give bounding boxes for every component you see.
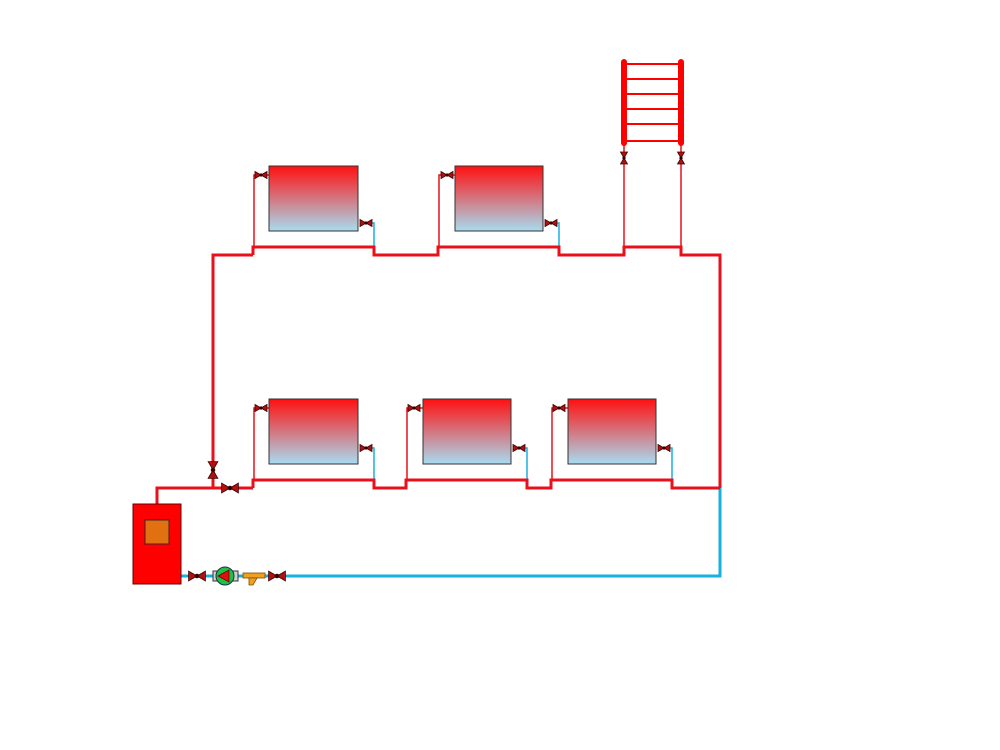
- valve-icon: [268, 570, 286, 582]
- return-branch-upper-2: [552, 222, 560, 248]
- radiator-upper-2: [454, 165, 544, 232]
- boiler-icon: [132, 503, 182, 585]
- valve-icon: [544, 218, 558, 228]
- supply-branch-upper-1: [253, 174, 269, 247]
- radiator-lower-1: [268, 398, 359, 465]
- valve-icon: [207, 461, 219, 479]
- radiator-lower-3: [567, 398, 657, 465]
- valve-icon: [254, 403, 268, 413]
- valve-icon: [221, 482, 239, 494]
- valves: [188, 151, 686, 582]
- valve-icon: [552, 403, 566, 413]
- return-main-pipe: [181, 488, 722, 578]
- radiators: [268, 165, 657, 465]
- valve-icon: [254, 170, 268, 180]
- supply-branch-lower-3: [551, 407, 568, 480]
- radiator-lower-2: [422, 398, 512, 465]
- supply-main-riser: [211, 253, 253, 488]
- pump-icon: [212, 566, 239, 586]
- return-branch-upper-1: [367, 222, 375, 248]
- lower-floor-loop: [251, 478, 720, 490]
- valve-icon: [407, 403, 421, 413]
- valve-icon: [676, 151, 686, 165]
- valve-icon: [657, 443, 671, 453]
- supply-branch-lower-1: [253, 407, 269, 480]
- supply-boiler-riser: [155, 486, 253, 504]
- supply-branch-upper-2: [438, 174, 455, 247]
- towel-rail-icon: [621, 59, 684, 146]
- radiator-upper-1: [268, 165, 359, 232]
- filter-icon: [242, 572, 266, 586]
- valve-icon: [619, 151, 629, 165]
- valve-icon: [440, 170, 454, 180]
- valve-icon: [359, 443, 373, 453]
- return-branch-lower-3: [665, 447, 673, 480]
- upper-floor-loop: [251, 245, 722, 488]
- return-branch-lower-1: [367, 447, 375, 480]
- valve-icon: [359, 218, 373, 228]
- valve-icon: [188, 570, 206, 582]
- return-branch-lower-2: [520, 447, 528, 480]
- valve-icon: [512, 443, 526, 453]
- supply-branch-lower-2: [406, 407, 423, 480]
